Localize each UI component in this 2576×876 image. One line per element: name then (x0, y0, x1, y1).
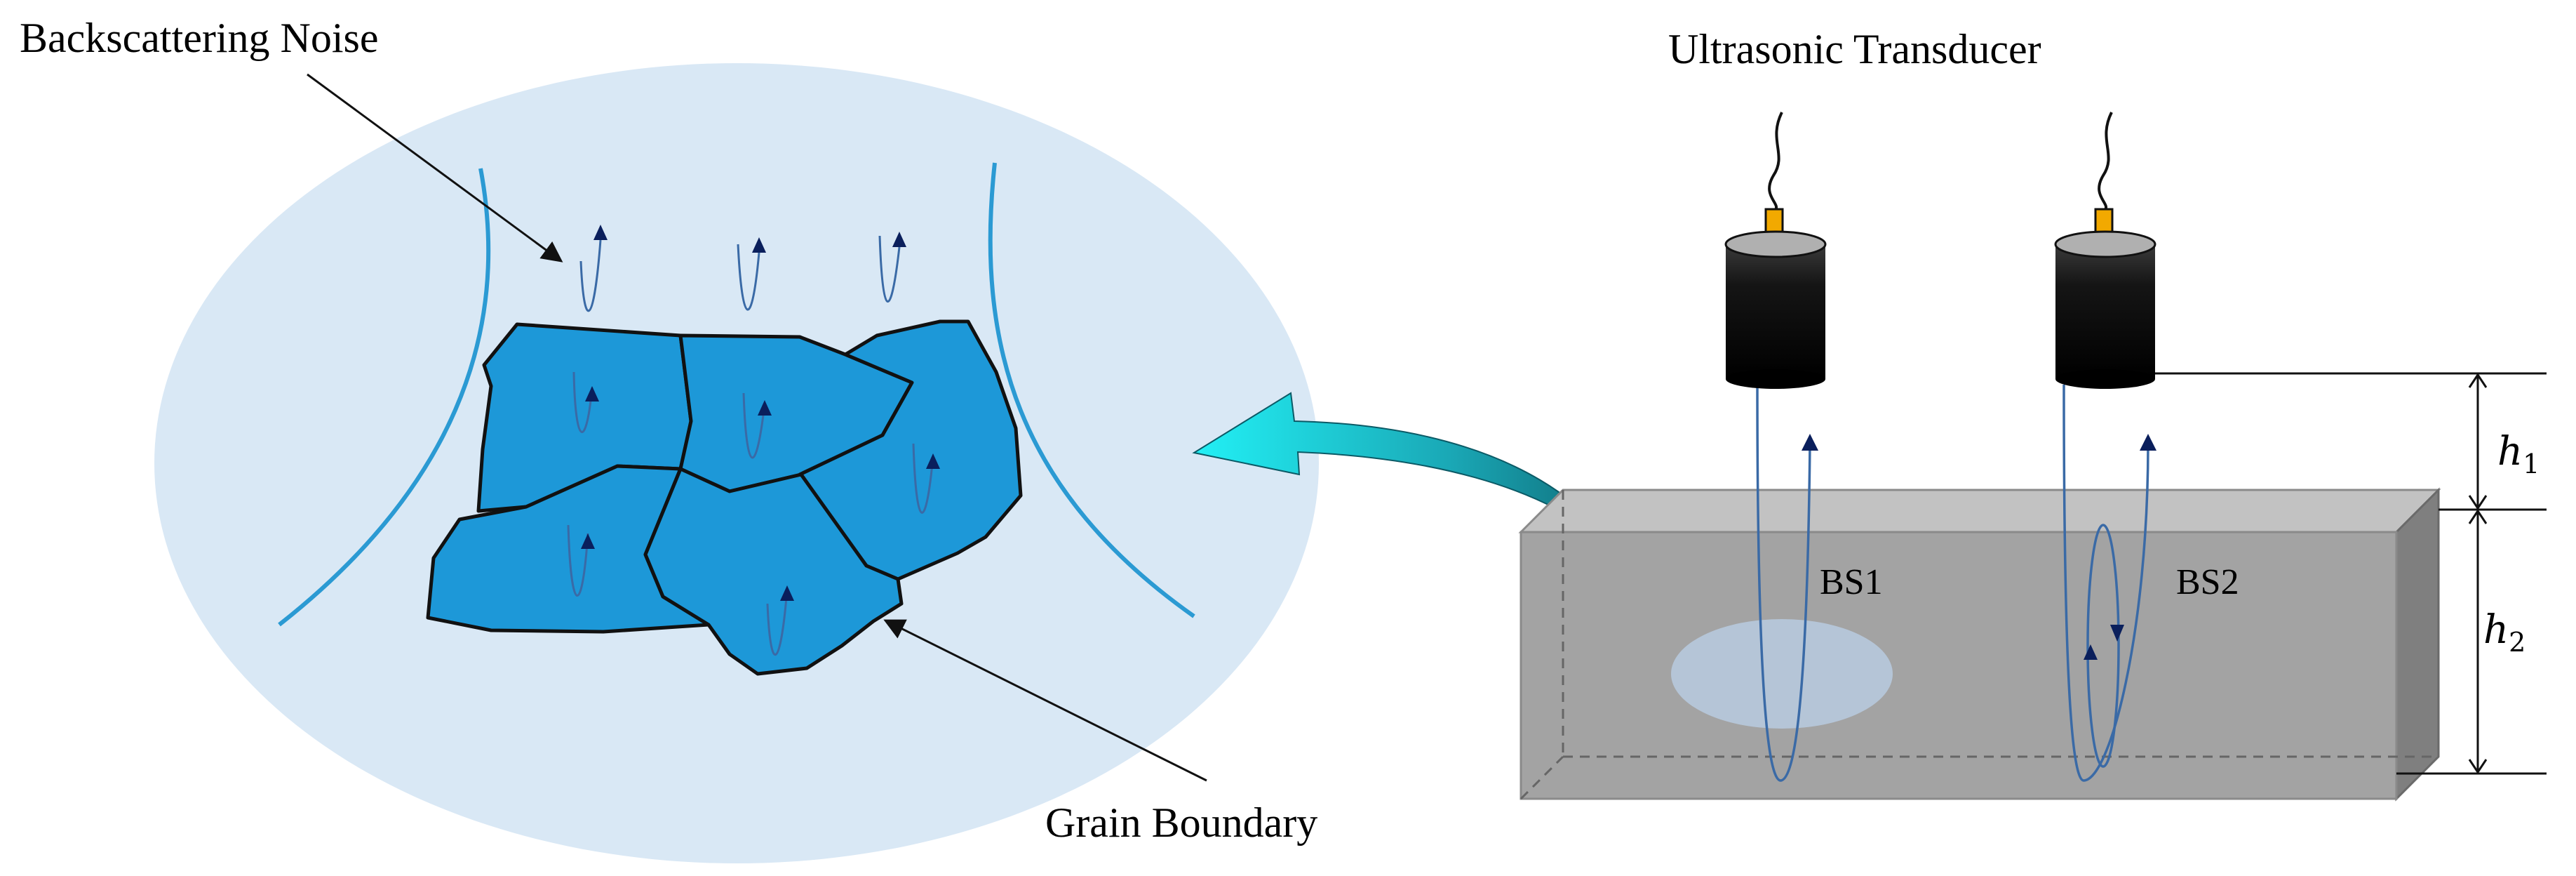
h2-arrow-top (2468, 509, 2488, 524)
dimension-lines (2155, 372, 2547, 775)
transducer-face-2 (2055, 369, 2155, 389)
h1-arrow-top (2468, 373, 2488, 388)
ultrasonic-transducer-label: Ultrasonic Transducer (1668, 26, 2041, 72)
wavelet (878, 235, 901, 303)
arrowhead (926, 453, 940, 469)
transducer-2 (2054, 112, 2156, 389)
wavelet (742, 392, 766, 459)
bs2-beam (2062, 384, 2156, 782)
arrowhead (780, 585, 794, 601)
bs2-arrowhead-down (2110, 625, 2124, 642)
wavelet (912, 443, 934, 514)
bs2-arrowhead-mid (2084, 644, 2098, 660)
bs2-loop (2086, 524, 2120, 768)
block-side-face (2395, 487, 2440, 802)
block-front-face (1520, 531, 2398, 800)
h2-symbol: h (2483, 607, 2509, 653)
wavelet-arrowheads (581, 225, 940, 601)
right-beam-curve (988, 162, 1195, 618)
grain-boundary-label: Grain Boundary (1045, 799, 1317, 846)
region-of-interest (1671, 619, 1893, 729)
grain-3 (798, 319, 1023, 581)
h2-label: h2 (2483, 607, 2525, 658)
specimen-block (1518, 487, 2441, 802)
wavelet (766, 589, 789, 656)
transducer-cap-2 (2054, 230, 2156, 258)
block-top-face (1518, 489, 2441, 533)
bs2-label: BS2 (2176, 562, 2239, 602)
bs1-arrowhead (1802, 434, 1818, 451)
h1-label: h1 (2497, 429, 2540, 479)
transducer-face-1 (1726, 369, 1825, 389)
grain-boundary-arrow (883, 619, 1207, 782)
grain-5 (643, 467, 904, 676)
arrowhead (581, 533, 595, 549)
bs1-path (1756, 384, 1811, 782)
transducer-1 (1724, 112, 1827, 389)
cable-2 (2098, 112, 2113, 212)
arrowhead (752, 237, 766, 253)
wavelet (567, 524, 589, 597)
transducer-cap-1 (1724, 230, 1827, 258)
arrowhead (892, 232, 906, 247)
backscattering-noise-arrow (307, 73, 563, 263)
bs1-label: BS1 (1820, 562, 1883, 602)
bs1-beam (1756, 384, 1818, 782)
wavelet (579, 239, 602, 312)
h1-subscript: 1 (2523, 449, 2540, 479)
hidden-edges (1520, 490, 2439, 800)
bs2-path-outer (2062, 384, 2149, 782)
transducer-body-2 (2055, 244, 2155, 379)
h1-arrow-bottom (2468, 495, 2488, 510)
magnified-region (154, 63, 1319, 863)
transducer-body-1 (1726, 244, 1825, 379)
bs2-arrowhead-up (2140, 434, 2156, 451)
arrowhead (585, 386, 599, 401)
h2-subscript: 2 (2509, 627, 2525, 658)
backscatter-wavelets (567, 235, 934, 656)
cable-1 (1768, 112, 1783, 212)
backscattering-noise-label: Backscattering Noise (20, 15, 379, 61)
wavelet (572, 371, 593, 433)
h2-arrow-bottom (2468, 759, 2488, 774)
wavelet (737, 244, 760, 311)
h1-symbol: h (2497, 429, 2523, 474)
arrowhead (593, 225, 608, 240)
left-beam-curve (278, 168, 491, 627)
arrowhead (758, 400, 772, 416)
